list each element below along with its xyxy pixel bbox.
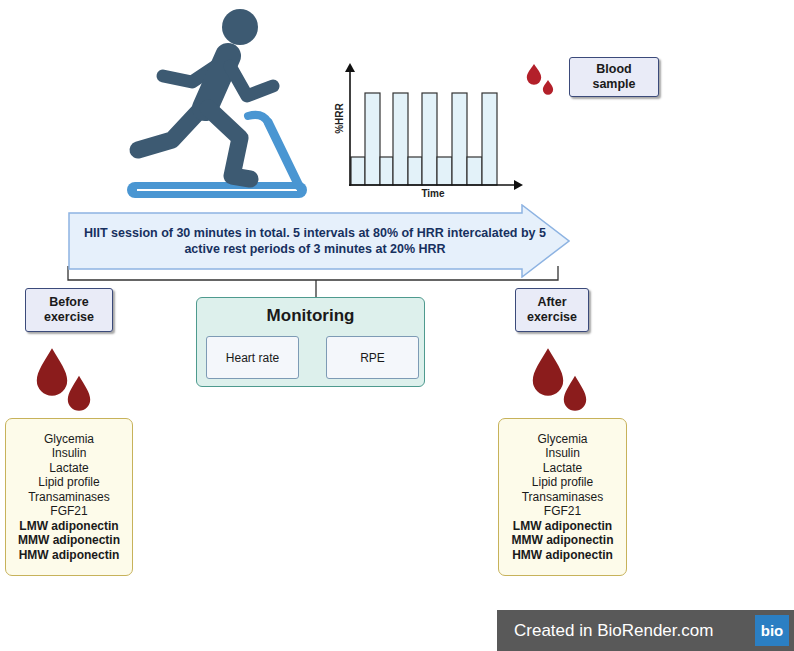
- node-text: Lipid profile: [532, 475, 593, 490]
- node-text: MMW adiponectin: [18, 533, 120, 548]
- blood-drop: [37, 348, 67, 396]
- node-text: Lactate: [49, 461, 88, 476]
- node-text: Glycemia: [537, 432, 587, 447]
- interval-bars: [351, 93, 497, 185]
- blood-sample-box: Blood sample: [569, 57, 659, 97]
- node-text: HMW adiponectin: [19, 548, 120, 563]
- node-text: LMW adiponectin: [19, 519, 118, 534]
- node-text: Insulin: [545, 446, 580, 461]
- axis-label: Time: [421, 188, 444, 199]
- y-axis: [349, 70, 351, 186]
- work-bar: [365, 93, 380, 185]
- runner: [138, 9, 273, 179]
- runner-front-leg: [208, 108, 250, 179]
- node-text: HMW adiponectin: [512, 548, 613, 563]
- rest-bar: [437, 157, 452, 185]
- node-text: Transaminases: [522, 490, 604, 505]
- blood-drops: [37, 64, 586, 411]
- bracket: [68, 266, 558, 297]
- treadmill-handle: [248, 115, 268, 122]
- analyte-list-box: GlycemiaInsulinLactateLipid profileTrans…: [498, 418, 627, 576]
- rest-bar: [408, 157, 422, 185]
- node-text: Insulin: [52, 446, 87, 461]
- monitor-item-box: RPE: [326, 336, 419, 379]
- treadmill-belt: [127, 182, 307, 198]
- node-text: After exercise: [520, 295, 584, 325]
- axis-label: %HRR: [334, 103, 345, 134]
- monitoring-box: MonitoringHeart rate RPE: [196, 297, 425, 387]
- biorender-badge: Created in BioRender.com bio: [497, 610, 794, 651]
- runner-front-arm: [230, 66, 273, 96]
- runner-head: [222, 9, 258, 45]
- node-text: Transaminases: [28, 490, 110, 505]
- node-text: FGF21: [50, 504, 87, 519]
- blood-drop: [564, 376, 586, 411]
- phase-box: Before exercise: [25, 288, 113, 332]
- logo-text: bio: [755, 615, 789, 646]
- y-axis-head: [345, 63, 355, 72]
- node-text: FGF21: [544, 504, 581, 519]
- node-text: LMW adiponectin: [513, 519, 612, 534]
- work-bar: [482, 93, 497, 185]
- arrow-outline: [69, 205, 569, 277]
- node-text: Lipid profile: [38, 475, 99, 490]
- node-text: Created in BioRender.com: [514, 621, 713, 641]
- rest-bar: [351, 157, 365, 185]
- x-axis: [349, 184, 516, 186]
- blood-drop: [68, 376, 90, 411]
- x-axis-head: [514, 180, 523, 190]
- arrow-shape: [68, 204, 570, 278]
- node-text: MMW adiponectin: [512, 533, 614, 548]
- rest-bar: [467, 157, 482, 185]
- node-text: Glycemia: [44, 432, 94, 447]
- work-bar: [393, 93, 408, 185]
- blood-drop: [533, 348, 563, 396]
- node-text: Lactate: [543, 461, 582, 476]
- analyte-list-box: GlycemiaInsulinLactateLipid profileTrans…: [5, 418, 133, 576]
- node-text: Blood sample: [574, 62, 654, 92]
- rest-bar: [380, 157, 393, 185]
- phase-box: After exercise: [515, 288, 589, 332]
- work-bar: [452, 93, 467, 185]
- protocol-arrow: HIIT session of 30 minutes in total. 5 i…: [68, 204, 570, 278]
- node-text: Monitoring: [267, 306, 355, 326]
- interval-chart: [345, 63, 523, 190]
- blood-drop: [543, 80, 553, 95]
- monitor-item-box: Heart rate: [206, 336, 299, 379]
- node-text: HIIT session of 30 minutes in total. 5 i…: [82, 225, 548, 257]
- belt-line: [137, 189, 297, 191]
- node-text: Before exercise: [30, 295, 108, 325]
- runner-back-leg: [138, 110, 200, 150]
- work-bar: [422, 93, 437, 185]
- blood-drop: [527, 64, 541, 85]
- treadmill-post: [268, 122, 299, 186]
- node-text: RPE: [360, 351, 385, 365]
- node-text: Heart rate: [226, 351, 279, 365]
